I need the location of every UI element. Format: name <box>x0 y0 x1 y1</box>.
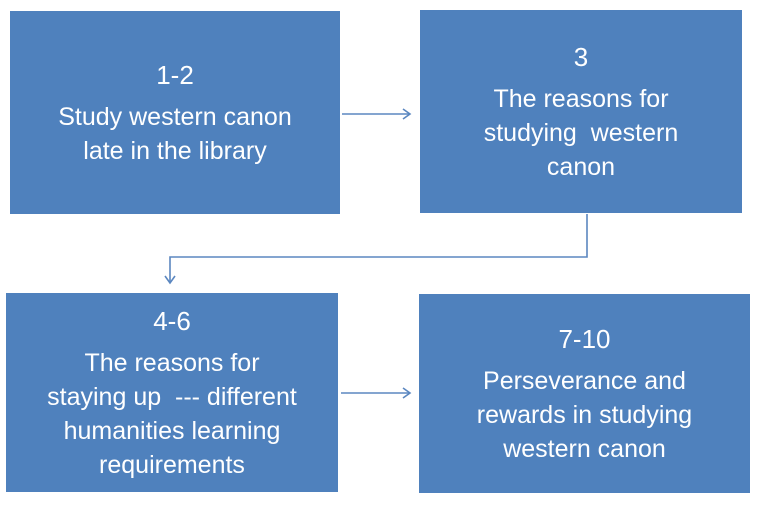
step-box-4-6: 4-6 The reasons for staying up --- diffe… <box>6 293 338 492</box>
step-heading-7-10: 7-10 <box>558 324 611 354</box>
step-heading-3: 3 <box>573 42 589 72</box>
step-box-1-2: 1-2 Study western canon late in the libr… <box>10 11 340 214</box>
step-body-3: The reasons for studying western canon <box>483 85 679 181</box>
step-box-7-10: 7-10 Perseverance and rewards in studyin… <box>419 294 750 493</box>
step-box-3: 3 The reasons for studying western canon <box>420 10 742 213</box>
elbow-arrow-down-icon <box>164 214 588 285</box>
step-body-7-10: Perseverance and rewards in studying wes… <box>476 367 693 463</box>
step-body-4-6: The reasons for staying up --- different… <box>47 349 297 479</box>
step-heading-4-6: 4-6 <box>153 306 191 336</box>
step-heading-1-2: 1-2 <box>156 60 194 90</box>
step-body-1-2: Study western canon late in the library <box>58 103 292 165</box>
